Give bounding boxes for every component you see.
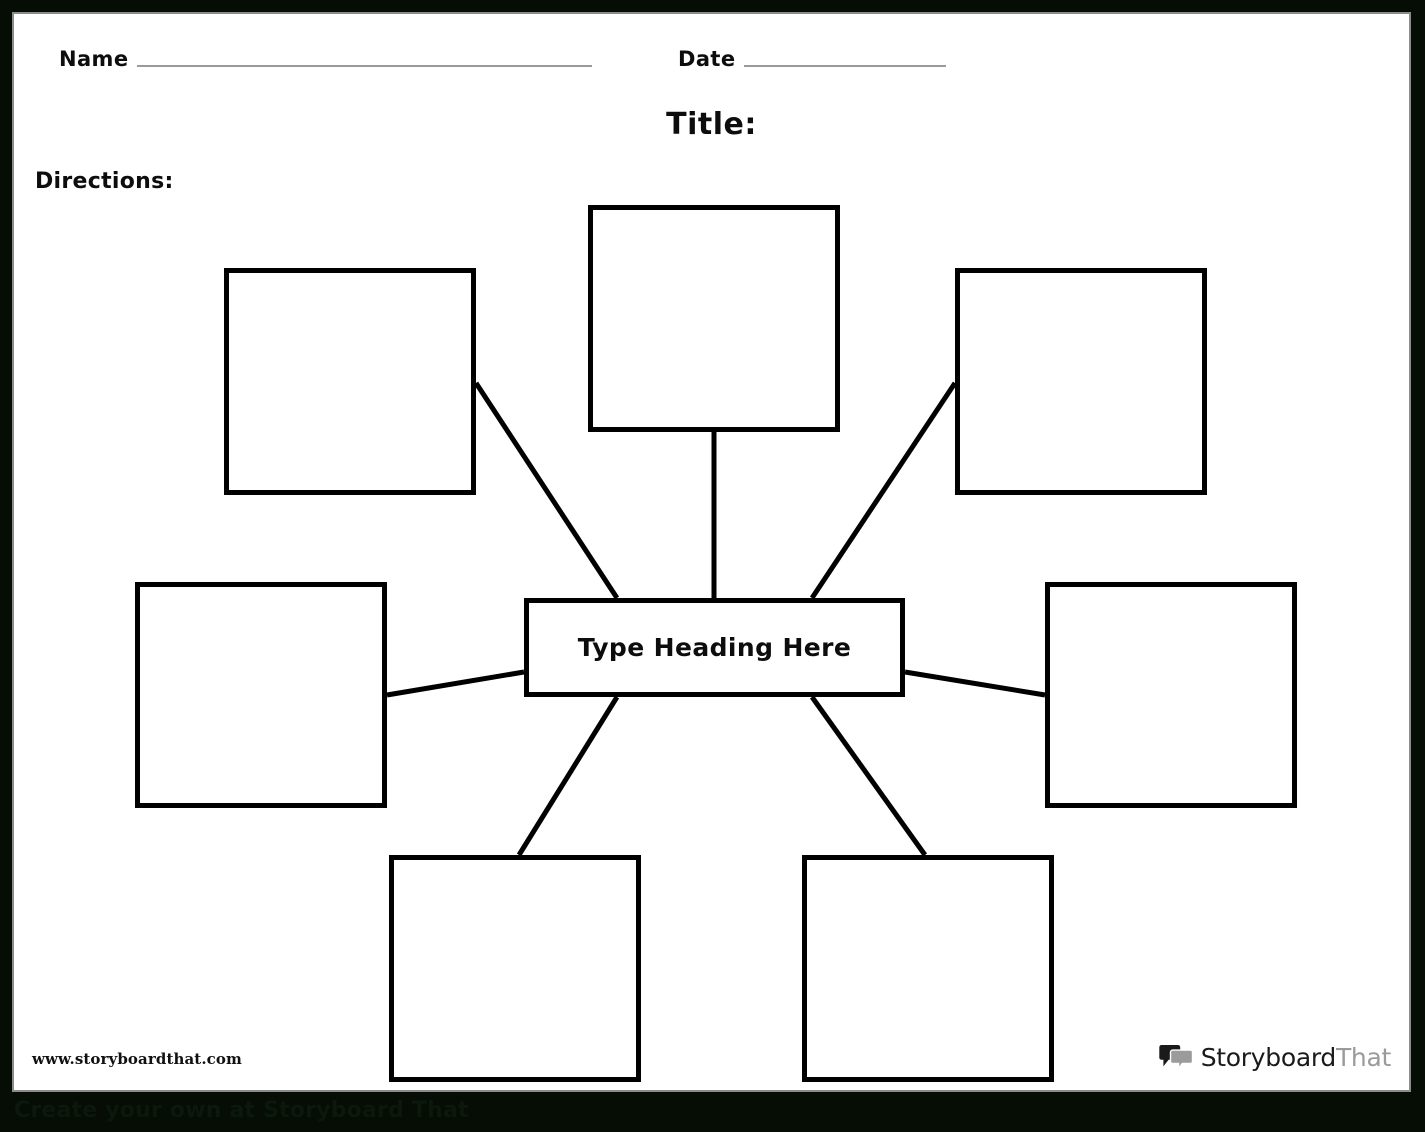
logo-wordmark: StoryboardThat <box>1200 1042 1392 1072</box>
node-box-bottom-left[interactable] <box>389 855 641 1082</box>
node-box-mid-right[interactable] <box>1045 582 1297 808</box>
worksheet-page: Name Date Title: Directions: <box>12 12 1411 1092</box>
center-heading-label: Type Heading Here <box>577 633 852 662</box>
storyboardthat-logo[interactable]: StoryboardThat <box>1159 1042 1392 1072</box>
directions-label[interactable]: Directions: <box>35 169 174 194</box>
node-box-mid-left[interactable] <box>135 582 387 808</box>
date-field[interactable]: Date <box>678 47 947 71</box>
footer-website-url[interactable]: www.storyboardthat.com <box>32 1050 242 1068</box>
connector-bottom-right <box>809 695 928 857</box>
create-your-own-caption: Create your own at Storyboard That <box>14 1098 469 1123</box>
connector-mid-left <box>386 669 525 698</box>
date-write-line[interactable] <box>744 65 947 67</box>
connector-mid-right <box>904 669 1046 698</box>
node-box-top-center[interactable] <box>588 205 840 432</box>
connector-bottom-left <box>516 695 620 857</box>
logo-word-storyboard: Storyboard <box>1200 1042 1337 1072</box>
node-box-top-right[interactable] <box>955 268 1207 495</box>
logo-word-that: That <box>1335 1042 1391 1072</box>
page-title[interactable]: Title: <box>666 107 757 142</box>
date-label: Date <box>678 47 736 71</box>
node-box-top-left[interactable] <box>224 268 476 495</box>
center-heading-box[interactable]: Type Heading Here <box>524 598 905 697</box>
spider-map-connectors <box>14 14 1409 1090</box>
node-box-bottom-right[interactable] <box>802 855 1054 1082</box>
name-field[interactable]: Name <box>59 47 593 71</box>
speech-bubbles-icon <box>1159 1044 1193 1072</box>
name-label: Name <box>59 47 129 71</box>
name-write-line[interactable] <box>137 65 593 67</box>
